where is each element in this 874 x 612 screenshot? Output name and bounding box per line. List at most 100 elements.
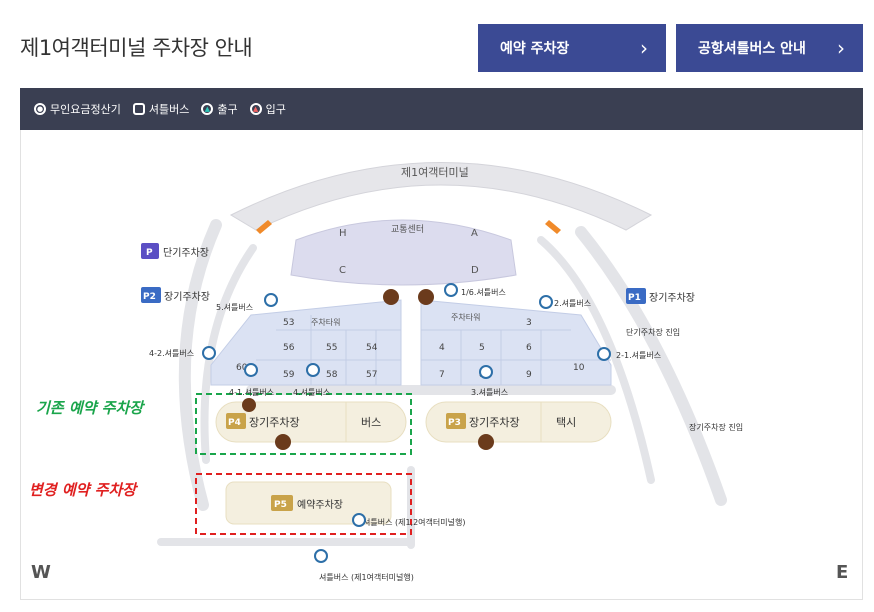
- legend-kiosk: ● 무인요금정산기: [34, 101, 121, 117]
- entrance-arrow-icon: [256, 220, 272, 234]
- terminal-building: [229, 162, 653, 231]
- tower-west: [210, 299, 402, 386]
- bus-icon: [444, 283, 458, 297]
- parking-tower-east-label: 주차타워: [451, 313, 480, 322]
- bus-icon: [539, 295, 553, 309]
- road-east: [575, 226, 727, 506]
- zone-label: 10: [573, 363, 585, 373]
- shuttle-stop-label: 셔틀버스 (제1,2여객터미널행): [363, 517, 465, 527]
- p3-lot: [425, 401, 612, 443]
- long-term-entry-label: 장기주차장 진입: [689, 422, 743, 432]
- compass-w: W: [31, 562, 51, 583]
- bus-icon: [479, 365, 493, 379]
- parking-map-graphic: 제1여객터미널 교통센터 H A C D 주차타워 주차타워 53 56 55 …: [29, 162, 848, 583]
- chevron-right-icon: ›: [837, 36, 845, 60]
- p3-lot-label: 장기주차장: [469, 416, 520, 429]
- short-term-lot-label: 단기주차장: [163, 247, 209, 259]
- zone-label: 56: [283, 343, 295, 353]
- p1-lot-label: 장기주차장: [649, 292, 695, 304]
- shuttle-stop-label: 4-1.셔틀버스: [229, 387, 274, 397]
- p5-badge-bg: [271, 495, 293, 511]
- shuttle-stop-label: 5.셔틀버스: [216, 302, 253, 312]
- p5-lot: [225, 481, 392, 525]
- p2-lot-label: 장기주차장: [164, 291, 210, 303]
- bus-icon: [244, 363, 258, 377]
- transport-center: [290, 219, 517, 286]
- shuttle-stop-label: 2-1.셔틀버스: [616, 350, 661, 360]
- legend-entrance: ▲ 입구: [249, 101, 286, 117]
- kiosk-icon: [418, 289, 434, 305]
- zone-label: 7: [439, 370, 445, 380]
- compass-e: E: [836, 562, 848, 583]
- shuttle-bus-info-label: 공항셔틀버스 안내: [698, 41, 806, 57]
- p3-badge-bg: [446, 413, 466, 429]
- zone-label: 6: [526, 343, 532, 353]
- new-reserve-highlight: [195, 473, 412, 535]
- zone-label: 5: [479, 343, 485, 353]
- kiosk-icon: [275, 434, 291, 450]
- gate-c-label: C: [339, 265, 346, 276]
- gate-a-label: A: [471, 228, 478, 239]
- bus-icon: [352, 513, 366, 527]
- p1-badge: P1: [628, 293, 641, 303]
- gate-h-label: H: [339, 228, 347, 239]
- p4-badge: P4: [228, 418, 241, 428]
- p-badge: P: [146, 248, 153, 258]
- shuttle-stop-label: 2.셔틀버스: [554, 298, 591, 308]
- kiosk-icon: [383, 289, 399, 305]
- zone-label: 60: [236, 363, 248, 373]
- kiosk-icon: [242, 398, 256, 412]
- shuttle-stop-label: 4-2.셔틀버스: [149, 348, 194, 358]
- old-reserve-label: 기존 예약 주차장: [36, 399, 145, 417]
- p5-badge: P5: [274, 500, 287, 510]
- kiosk-icon: [478, 434, 494, 450]
- bus-icon: [314, 549, 328, 563]
- map-legend: ● 무인요금정산기 셔틀버스 ▲ 출구 ▲ 입구: [20, 88, 863, 130]
- zone-label: 57: [366, 370, 377, 380]
- shuttle-bus-info-button[interactable]: 공항셔틀버스 안내 ›: [676, 24, 863, 72]
- chevron-right-icon: ›: [640, 36, 648, 60]
- old-reserve-highlight: [195, 393, 412, 455]
- transport-center-label: 교통센터: [391, 224, 424, 235]
- zone-label: 59: [283, 370, 295, 380]
- p4-lot: [215, 401, 407, 443]
- bus-icon: [264, 293, 278, 307]
- shuttle-stop-label: 1/6.셔틀버스: [461, 287, 506, 297]
- p3-badge: P3: [448, 418, 461, 428]
- bus-icon: [597, 347, 611, 361]
- reserve-parking-button[interactable]: 예약 주차장 ›: [478, 24, 666, 72]
- legend-shuttle: 셔틀버스: [132, 101, 189, 117]
- road-west-inner: [200, 244, 257, 464]
- p4-lot-label: 장기주차장: [249, 416, 300, 429]
- bus-icon: [132, 103, 145, 115]
- bus-icon: [202, 346, 216, 360]
- shuttle-stop-label: 4.셔틀버스: [293, 387, 330, 397]
- exit-icon: ▲: [201, 103, 214, 115]
- zone-label: 9: [526, 370, 532, 380]
- reserve-parking-label: 예약 주차장: [500, 41, 570, 57]
- p4-badge-bg: [226, 413, 246, 429]
- taxi-area-label: 택시: [556, 416, 576, 429]
- parking-map: 제1여객터미널 교통센터 H A C D 주차타워 주차타워 53 56 55 …: [20, 130, 863, 600]
- kiosk-icon: ●: [34, 103, 46, 115]
- zone-label: 55: [326, 343, 337, 353]
- entrance-arrow-icon: [545, 220, 561, 234]
- bus-area-label: 버스: [361, 416, 381, 429]
- shuttle-stop-label: 3.셔틀버스: [471, 387, 508, 397]
- new-reserve-label: 변경 예약 주차장: [29, 481, 138, 499]
- gate-d-label: D: [471, 265, 479, 276]
- short-term-badge-bg: [141, 243, 159, 259]
- road-east-inner: [537, 236, 655, 484]
- p1-badge-bg: [626, 288, 646, 304]
- p2-badge-bg: [141, 287, 161, 303]
- zone-label: 3: [526, 318, 532, 328]
- p5-lot-label: 예약주차장: [297, 499, 343, 511]
- road-west: [178, 219, 222, 511]
- terminal-label: 제1여객터미널: [401, 166, 469, 179]
- zone-label: 4: [439, 343, 445, 353]
- entrance-icon: ▲: [249, 103, 262, 115]
- tower-east: [420, 299, 612, 386]
- parking-tower-west-label: 주차타워: [311, 318, 340, 327]
- bus-icon: [306, 363, 320, 377]
- zone-label: 58: [326, 370, 338, 380]
